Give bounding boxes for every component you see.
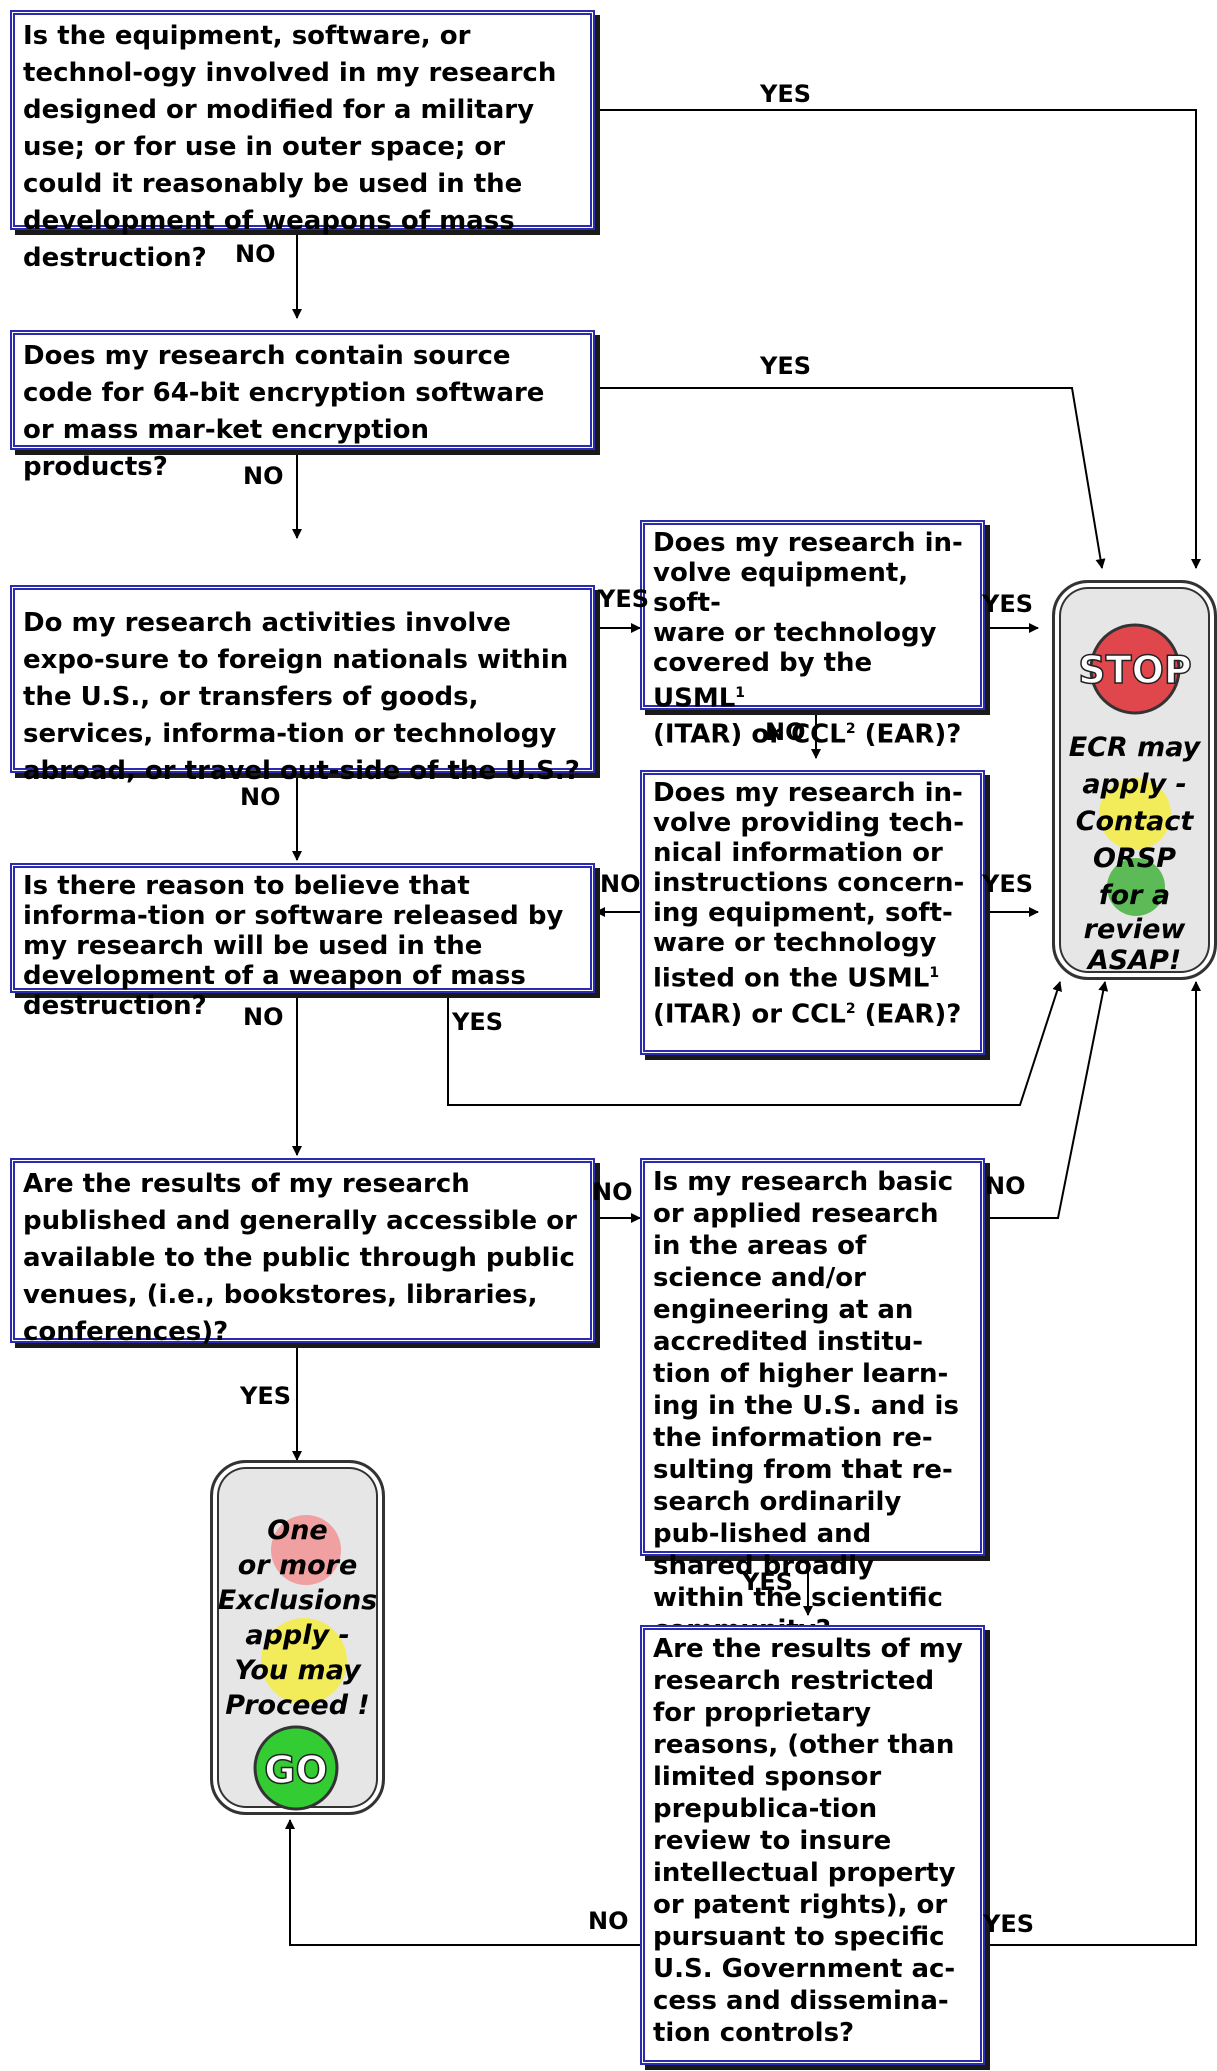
question-usml-ccl-coverage-text: Does my research in- volve equipment, so…	[653, 528, 963, 750]
go-sign-icon: GO	[251, 1723, 341, 1813]
go-text-1: One	[267, 1515, 328, 1546]
footnote-2-marker: 2	[845, 720, 856, 737]
label-no-q5: NO	[592, 1178, 633, 1206]
stop-text-5: for a	[1098, 880, 1171, 911]
footnote-1-marker: 1	[929, 965, 940, 981]
stop-text-6: review	[1083, 914, 1186, 945]
question-fundamental-research: Is my research basic or applied research…	[640, 1158, 985, 1645]
label-yes-q6: YES	[742, 1568, 794, 1596]
svg-text:GO: GO	[264, 1748, 328, 1792]
go-yellow-dot	[261, 1618, 347, 1704]
stop-sign-icon: STOP	[1078, 621, 1192, 717]
label-yes-q3b: YES	[982, 870, 1034, 898]
go-text-2: or more	[237, 1550, 358, 1581]
footnote-2-marker: 2	[845, 1000, 856, 1017]
label-yes-q5: YES	[240, 1382, 292, 1410]
label-yes-q4: YES	[452, 1008, 504, 1036]
go-text-5: You may	[234, 1655, 361, 1686]
question-wmd-release: Is there reason to believe that informa-…	[10, 863, 595, 1021]
question-usml-ccl-coverage: Does my research in- volve equipment, so…	[640, 520, 985, 749]
label-no-q7: NO	[588, 1907, 629, 1935]
stop-terminal: STOP ECR may apply - Contact ORSP for a …	[1052, 580, 1217, 980]
question-technical-information: Does my research in- volve providing tec…	[640, 770, 985, 1055]
question-military-use-text: Is the equipment, software, or technol-o…	[23, 21, 557, 273]
go-text-4: apply -	[245, 1620, 350, 1651]
question-foreign-nationals-text: Do my research activities involve expo-s…	[23, 608, 580, 786]
stop-text-3: Contact	[1075, 806, 1194, 837]
go-text-3: Exclusions	[217, 1585, 378, 1616]
question-published-results: Are the results of my research published…	[10, 1158, 595, 1347]
label-no-q2: NO	[243, 462, 284, 490]
label-yes-q7: YES	[983, 1910, 1035, 1938]
question-encryption-text: Does my research contain source code for…	[23, 341, 545, 482]
question-military-use: Is the equipment, software, or technol-o…	[10, 10, 595, 273]
stop-text-1: ECR may	[1068, 732, 1201, 763]
svg-text:STOP: STOP	[1078, 648, 1191, 692]
question-wmd-release-text: Is there reason to believe that informa-…	[23, 871, 564, 1021]
go-text-6: Proceed !	[225, 1690, 370, 1721]
label-no-q4: NO	[243, 1003, 284, 1031]
stop-green-dot	[1107, 858, 1165, 916]
label-yes-q2: YES	[760, 352, 812, 380]
question-published-results-text: Are the results of my research published…	[23, 1169, 577, 1347]
label-no-q3: NO	[240, 783, 281, 811]
stop-text-2: apply -	[1082, 769, 1187, 800]
label-no-q1: NO	[235, 240, 276, 268]
go-terminal: One or more Exclusions apply - You may P…	[210, 1460, 385, 1815]
go-pink-dot	[271, 1515, 341, 1585]
question-proprietary-restrictions: Are the results of my research restricte…	[640, 1625, 985, 2065]
stop-text-7: ASAP!	[1087, 945, 1182, 976]
stop-text-4: ORSP	[1093, 843, 1176, 874]
label-no-q3b: NO	[600, 870, 641, 898]
label-no-q6: NO	[985, 1172, 1026, 1200]
label-no-q3a: NO	[765, 718, 806, 746]
label-yes-q1: YES	[760, 80, 812, 108]
stop-yellow-dot	[1099, 778, 1171, 850]
question-encryption: Does my research contain source code for…	[10, 330, 595, 482]
question-technical-information-text: Does my research in- volve providing tec…	[653, 778, 965, 1030]
question-fundamental-research-text: Is my research basic or applied research…	[653, 1167, 959, 1645]
question-foreign-nationals: Do my research activities involve expo-s…	[10, 585, 595, 786]
label-yes-q3a: YES	[982, 590, 1034, 618]
label-yes-q3: YES	[598, 585, 650, 613]
footnote-1-marker: 1	[735, 685, 746, 701]
question-proprietary-restrictions-text: Are the results of my research restricte…	[653, 1634, 963, 2048]
